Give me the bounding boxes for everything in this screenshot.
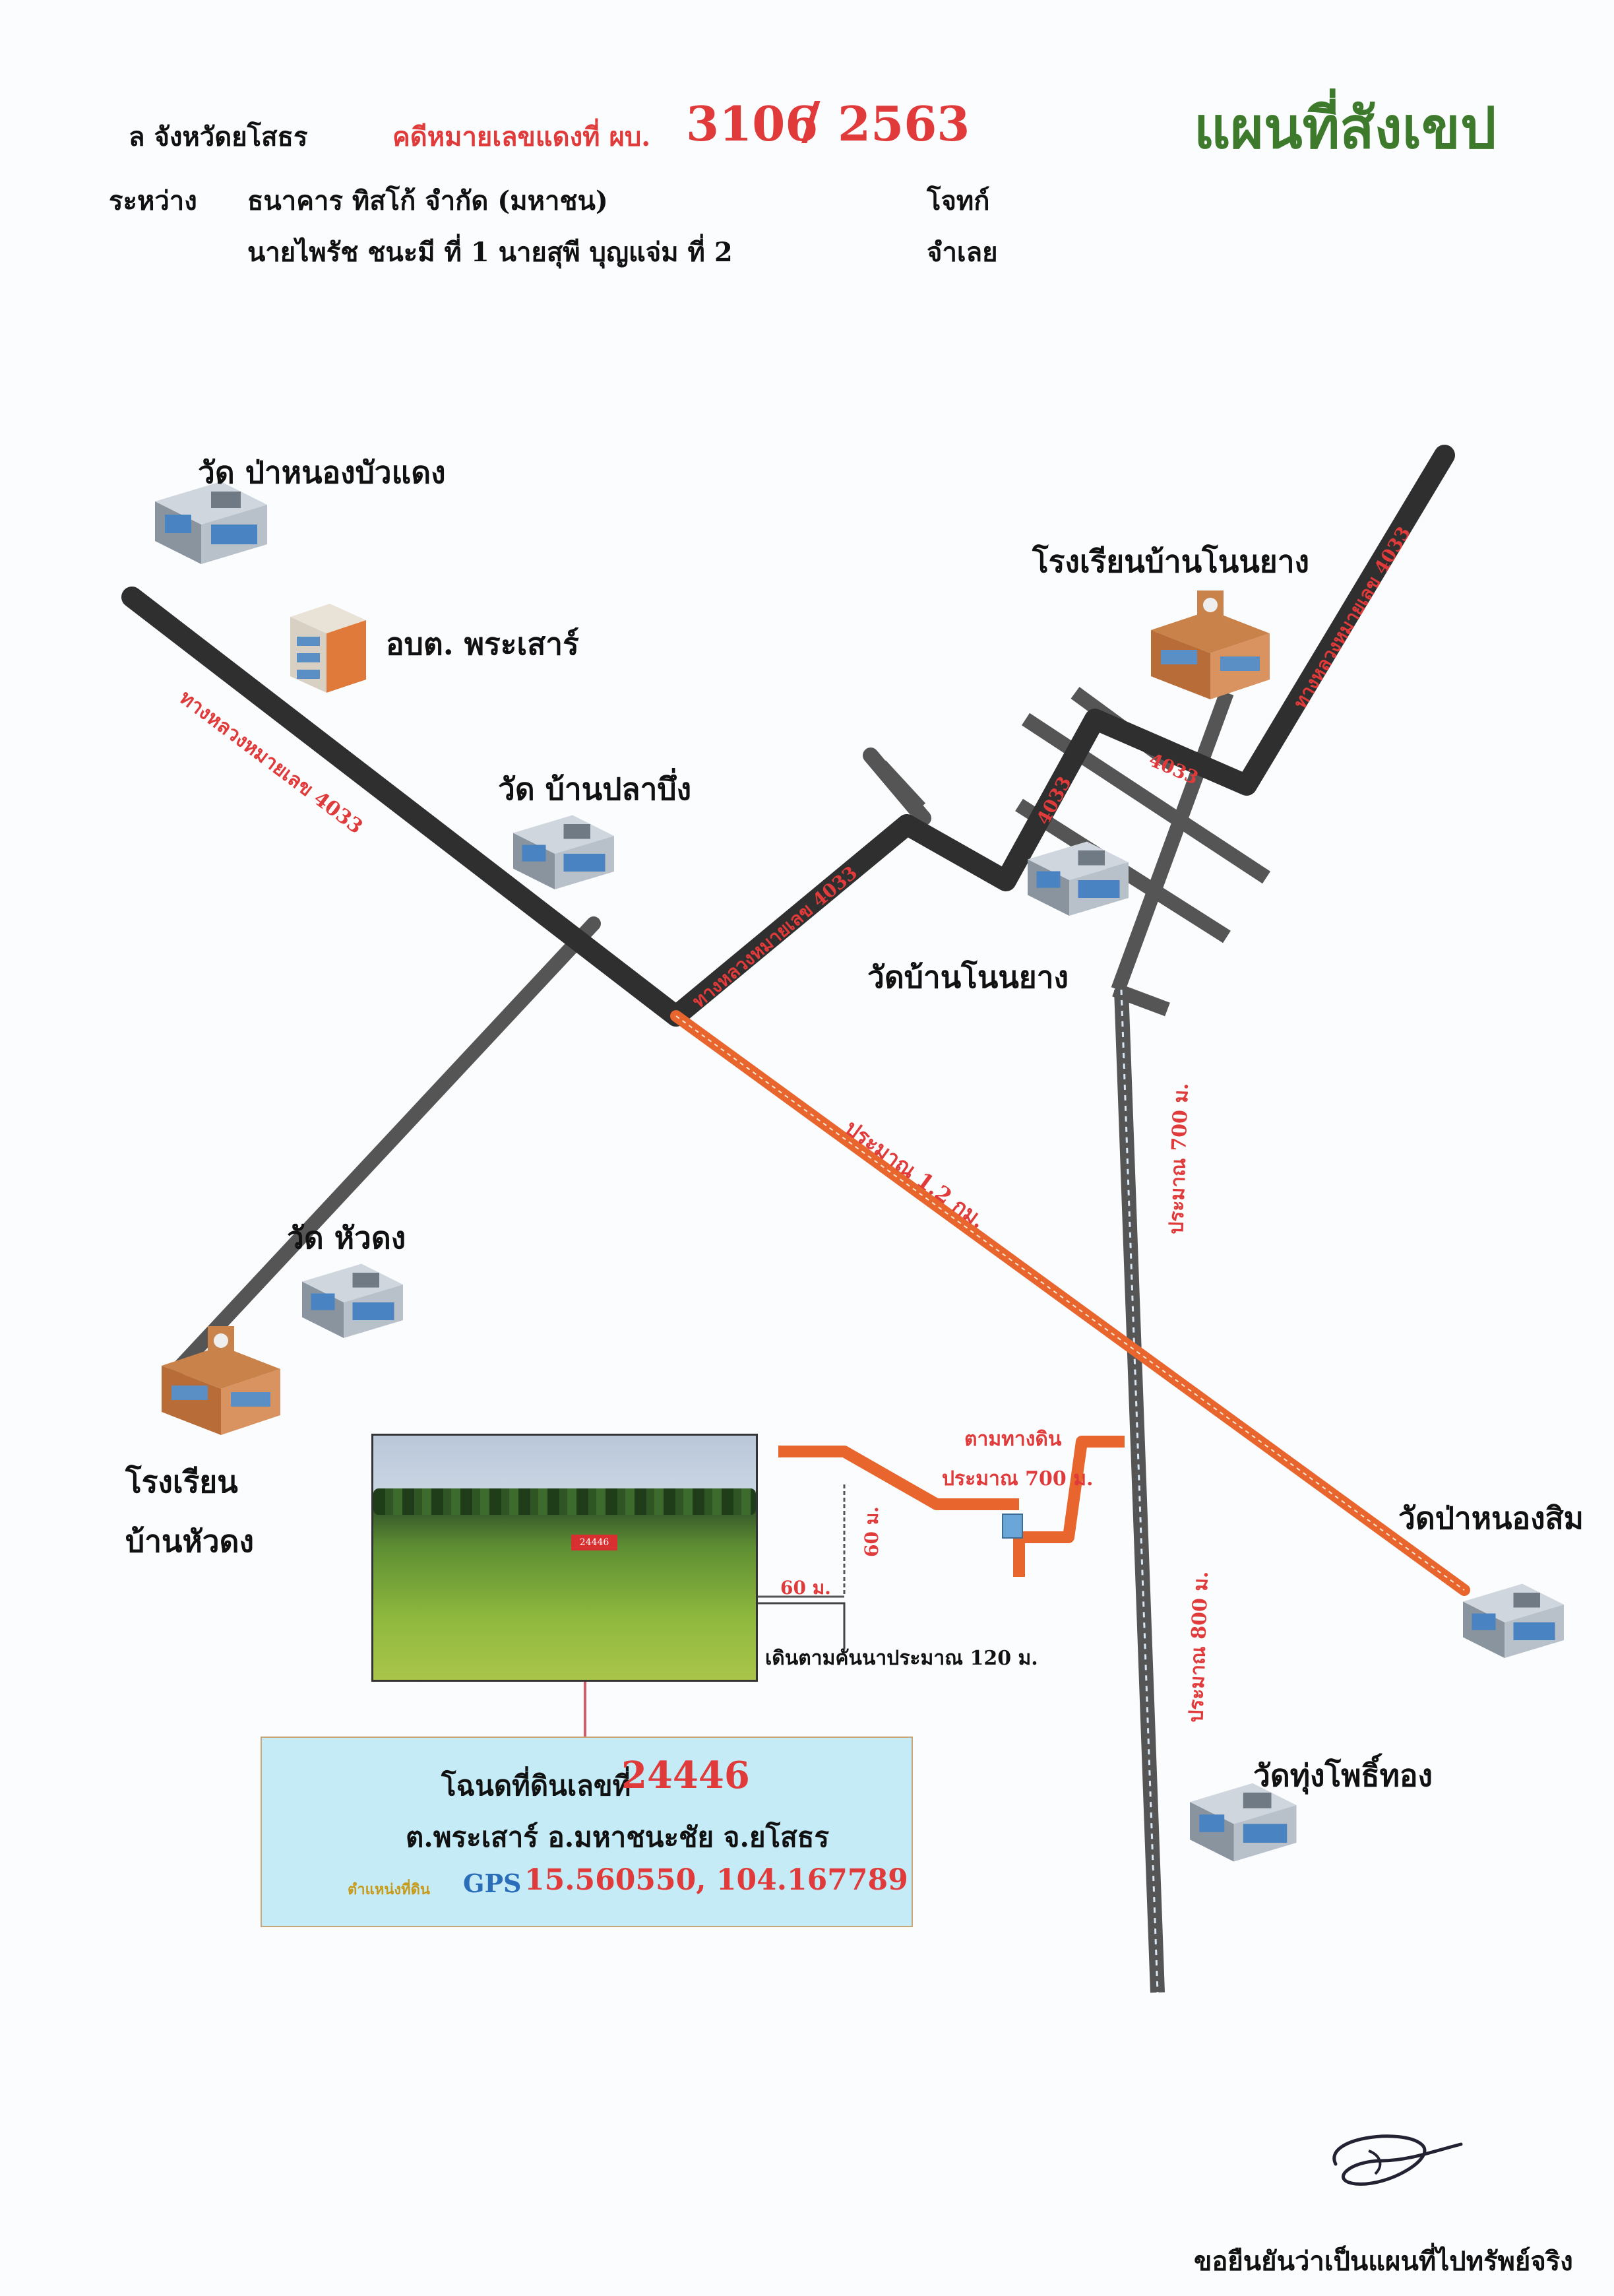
plaintiff-role: โจทก์ xyxy=(927,185,990,216)
defendant-names: นายไพรัช ชนะมี ที่ 1 นายสุพี บุญแจ่ม ที่… xyxy=(247,237,733,268)
marker-icon xyxy=(1002,1514,1023,1539)
court-fragment: ล จังหวัดยโสธร xyxy=(129,121,308,152)
parcel-marker-tag: 24446 xyxy=(571,1535,617,1550)
temple-building-icon xyxy=(1028,841,1129,916)
vertical-road-upper xyxy=(1111,690,1234,992)
case-slash: / xyxy=(801,91,821,151)
route-orange-main xyxy=(670,1010,1470,1596)
deed-label: โฉนดที่ดินเลขที่ xyxy=(441,1770,631,1802)
deed-number: 24446 xyxy=(621,1754,750,1797)
label-approx-800m: ประมาณ 800 ม. xyxy=(1184,1570,1213,1723)
parcel-location: ต.พระเสาร์ อ.มหาชนะชัย จ.ยโสธร xyxy=(406,1821,829,1853)
gps-coordinates: 15.560550, 104.167789 xyxy=(524,1863,908,1897)
label-wat-ban-non-yang: วัดบ้านโนนยาง xyxy=(867,959,1069,995)
gps-label: ตำแหน่งที่ดิน xyxy=(348,1881,430,1898)
case-year: 2563 xyxy=(838,96,970,152)
case-number: 3106 xyxy=(686,96,819,152)
label-school-ban-non-yang: โรงเรียนบ้านโนนยาง xyxy=(1032,544,1310,579)
school-building-icon xyxy=(162,1326,280,1435)
side-road-1 xyxy=(1021,713,1271,884)
side-road-spur xyxy=(863,748,931,826)
temple-building-icon xyxy=(302,1263,403,1338)
label-approx-700m: ประมาณ 700 ม. xyxy=(942,1467,1094,1490)
label-school-ban-hua-dong-1: โรงเรียน xyxy=(125,1464,238,1500)
vertical-road-dash xyxy=(1120,989,1159,1993)
case-label: คดีหมายเลขแดงที่ ผบ. xyxy=(392,121,651,152)
temple-building-icon xyxy=(1190,1783,1297,1862)
tree-line xyxy=(373,1488,756,1515)
label-walk-120m: เดินตามคันนาประมาณ 120 ม. xyxy=(765,1647,1038,1670)
label-wat-pa-nong-bua-daeng: วัด ป่าหนองบัวแดง xyxy=(198,455,446,490)
label-dirt-road: ตามทางดิน xyxy=(964,1428,1062,1451)
label-wat-hua-dong: วัด หัวดง xyxy=(287,1220,406,1256)
label-approx-700m-vertical: ประมาณ 700 ม. xyxy=(1164,1082,1193,1235)
side-road-hua-dong xyxy=(168,916,601,1380)
label-school-ban-hua-dong-2: บ้านหัวดง xyxy=(125,1523,254,1559)
walk-line-120m xyxy=(755,1602,846,1649)
dirt-road xyxy=(1013,1436,1125,1577)
office-building-icon xyxy=(290,604,366,693)
map-title: แผนที่สังเขป xyxy=(1194,95,1497,162)
temple-building-icon xyxy=(155,482,267,564)
gps-prefix: GPS xyxy=(463,1868,522,1898)
temple-building-icon xyxy=(513,815,614,889)
dirt-road-west xyxy=(778,1446,1019,1510)
parcel-photo: 24446 xyxy=(371,1434,758,1682)
label-wat-pa-nong-sim: วัดป่าหนองสิม xyxy=(1398,1500,1584,1536)
temple-building-icon xyxy=(1463,1583,1564,1658)
parcel-info-box: โฉนดที่ดินเลขที่ 24446 ต.พระเสาร์ อ.มหาช… xyxy=(261,1737,913,1927)
label-wat-thung-pho-thong: วัดทุ่งโพธิ์ทอง xyxy=(1253,1758,1433,1793)
label-60m-horizontal: 60 ม. xyxy=(780,1577,831,1599)
label-60m-vertical: 60 ม. xyxy=(861,1506,883,1557)
signature-mark xyxy=(1332,2134,1463,2186)
label-wat-ban-pla-bueng: วัด บ้านปลาบึ่ง xyxy=(498,771,692,807)
certify-text: ขอยืนยันว่าเป็นแผนที่ไปทรัพย์จริง xyxy=(1194,2246,1573,2277)
school-building-icon xyxy=(1151,590,1270,699)
plaintiff-name: ธนาคาร ทิสโก้ จำกัด (มหาชน) xyxy=(247,185,608,216)
label-obt-phra-sao: อบต. พระเสาร์ xyxy=(386,626,579,662)
between-label: ระหว่าง xyxy=(109,185,197,216)
defendant-role: จำเลย xyxy=(927,237,998,268)
